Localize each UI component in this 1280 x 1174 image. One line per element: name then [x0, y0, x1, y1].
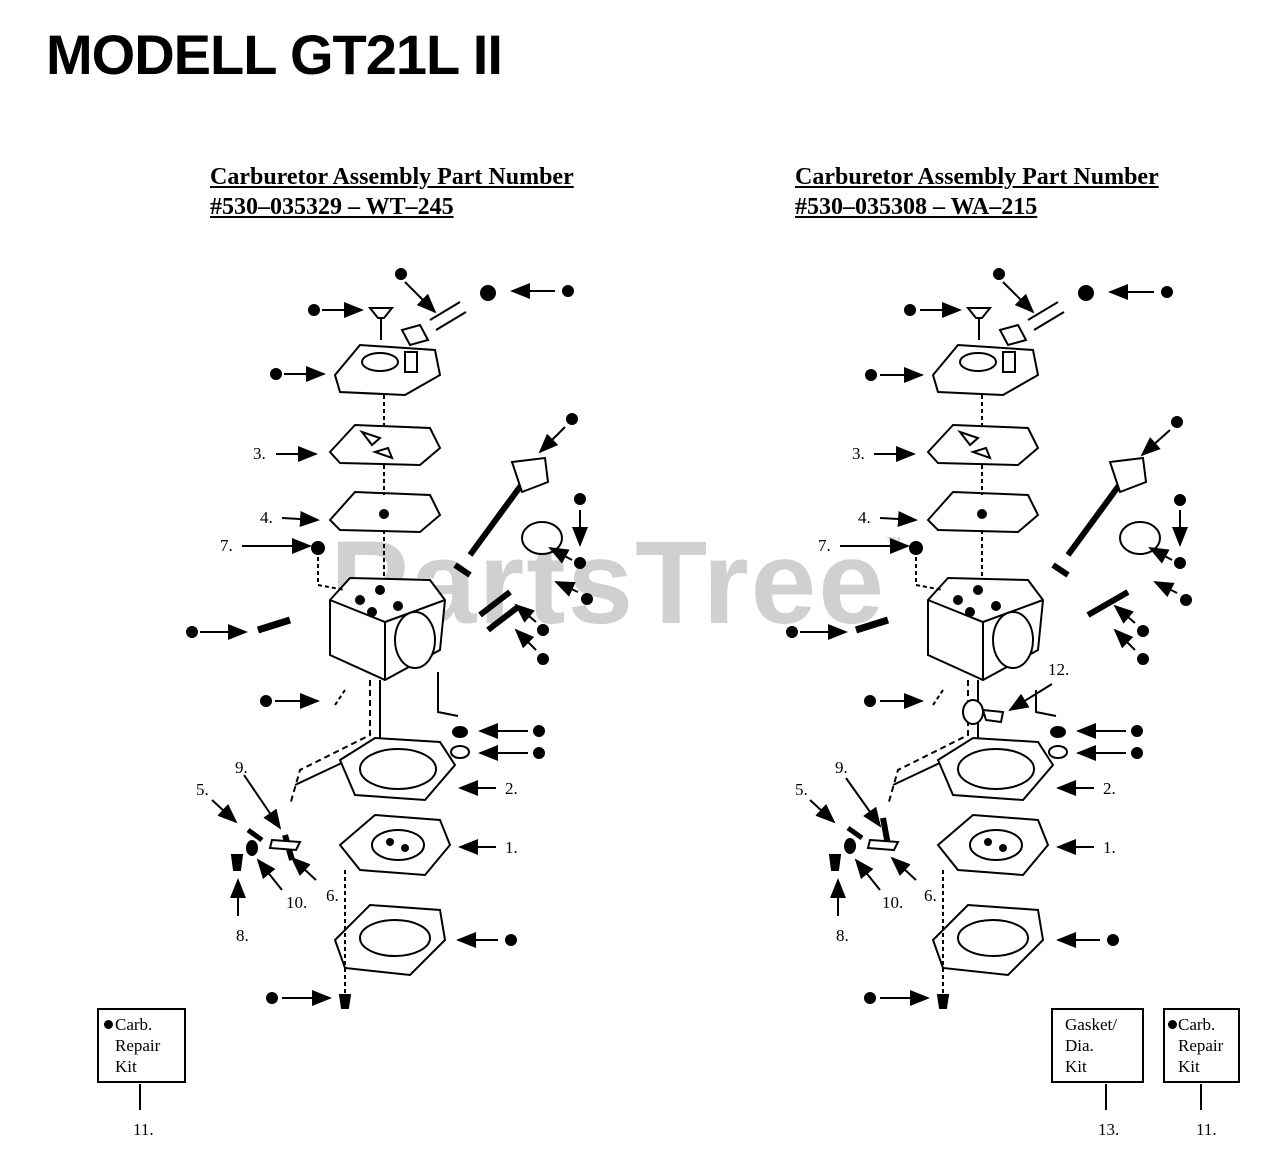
- left-carburetor-assembly: [230, 285, 563, 1009]
- right-label-1: 1.: [1103, 838, 1116, 857]
- right-assembly-header: Carburetor Assembly Part Number #530–035…: [795, 162, 1159, 222]
- kit-line-2: Repair: [115, 1036, 161, 1055]
- throttle-bore: [394, 611, 436, 669]
- metering-lever-pin: [246, 827, 264, 843]
- metering-lever: [268, 838, 302, 852]
- kit-line-3: Kit: [1065, 1057, 1087, 1076]
- left-label-10: 10.: [286, 893, 308, 912]
- pump-gasket: [328, 423, 442, 467]
- welch-plug-2: [450, 745, 470, 759]
- right-label-4: 4.: [858, 508, 871, 527]
- kit-line-3: Kit: [1178, 1057, 1200, 1076]
- kit-line-2: Dia.: [1065, 1036, 1094, 1055]
- left-label-9: 9.: [235, 758, 248, 777]
- left-kit-ref-11: 11.: [133, 1120, 154, 1139]
- right-gasket-kit-ref-13: 13.: [1098, 1120, 1120, 1139]
- right-label-7: 7.: [818, 536, 831, 555]
- left-label-2: 2.: [505, 779, 518, 798]
- left-header-part-number: #530–035329 – WT–245: [210, 194, 454, 220]
- kit-bullet-icon: [104, 1020, 113, 1029]
- pump-cover-boss: [404, 351, 418, 373]
- right-carb-repair-kit-box: Carb. Repair Kit: [1163, 1008, 1240, 1083]
- right-label-12: 12.: [1048, 660, 1070, 679]
- welch-plug: [452, 726, 468, 738]
- choke-pin: [256, 616, 292, 634]
- right-callout-arrows: [786, 268, 1202, 1110]
- right-label-2: 2.: [1103, 779, 1116, 798]
- limiter-cap: [400, 323, 430, 347]
- page-title: MODELL GT21L II: [46, 23, 503, 86]
- left-label-1: 1.: [505, 838, 518, 857]
- spring: [246, 840, 258, 856]
- left-label-3: 3.: [253, 444, 266, 463]
- fuel-fitting: [962, 699, 984, 725]
- right-kit-ref-11: 11.: [1196, 1120, 1217, 1139]
- needle-head: [480, 285, 496, 301]
- kit-line-3: Kit: [115, 1057, 137, 1076]
- left-carb-repair-kit-box: Carb. Repair Kit: [97, 1008, 186, 1083]
- right-label-3: 3.: [852, 444, 865, 463]
- kit-line-2: Repair: [1178, 1036, 1224, 1055]
- metering-screw: [230, 854, 244, 871]
- right-label-6: 6.: [924, 886, 937, 905]
- cover-screw-bottom: [338, 994, 352, 1009]
- right-label-9: 9.: [835, 758, 848, 777]
- throttle-lever: [510, 456, 550, 494]
- adjust-needle: [429, 301, 467, 331]
- kit-line-1: Carb.: [1178, 1015, 1216, 1034]
- jet-screw-l: [478, 589, 512, 618]
- jet-screw-h: [486, 604, 520, 633]
- cover-screw: [367, 307, 395, 319]
- kit-bullet-icon: [1168, 1020, 1177, 1029]
- left-label-8: 8.: [236, 926, 249, 945]
- left-assembly-header: Carburetor Assembly Part Number #530–035…: [210, 162, 574, 222]
- left-label-7: 7.: [220, 536, 233, 555]
- kit-line-1: Gasket/: [1065, 1015, 1117, 1034]
- throttle-spring: [453, 562, 472, 578]
- right-label-10: 10.: [882, 893, 904, 912]
- right-header-title: Carburetor Assembly Part Number: [795, 164, 1159, 190]
- left-callout-arrows: [139, 268, 593, 1110]
- throttle-plate: [521, 521, 563, 555]
- throttle-shaft: [467, 478, 528, 557]
- left-label-4: 4.: [260, 508, 273, 527]
- left-label-5: 5.: [196, 780, 209, 799]
- right-carburetor-assembly: [828, 285, 1161, 1009]
- pump-cover-recess: [361, 352, 399, 372]
- right-header-part-number: #530–035308 – WA–215: [795, 194, 1038, 220]
- right-label-8: 8.: [836, 926, 849, 945]
- right-label-5: 5.: [795, 780, 808, 799]
- right-gasket-dia-kit-box: Gasket/ Dia. Kit: [1051, 1008, 1144, 1083]
- kit-line-1: Carb.: [115, 1015, 153, 1034]
- left-header-title: Carburetor Assembly Part Number: [210, 164, 574, 190]
- left-label-6: 6.: [326, 886, 339, 905]
